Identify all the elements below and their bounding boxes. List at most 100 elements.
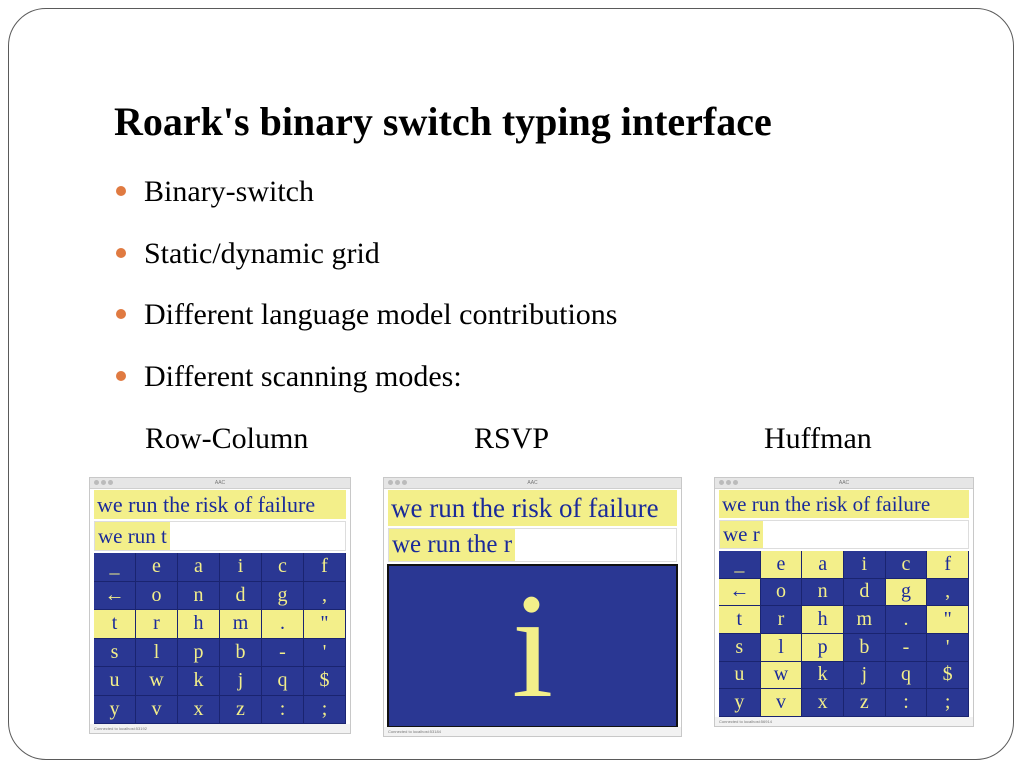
grid-cell[interactable]: q	[262, 667, 304, 696]
grid-cell[interactable]: w	[760, 661, 803, 690]
grid-cell[interactable]: c	[262, 553, 304, 582]
grid-cell[interactable]: k	[178, 667, 220, 696]
grid-cell[interactable]: b	[220, 638, 262, 667]
grid-cell[interactable]: w	[136, 667, 178, 696]
bullet-text: Different language model contributions	[144, 298, 618, 331]
target-text: we run the risk of failure	[719, 490, 969, 518]
grid-cell[interactable]: q	[885, 661, 928, 690]
grid-cell[interactable]: -	[262, 638, 304, 667]
window-title: AAC	[838, 480, 850, 486]
window-close-icon	[388, 480, 393, 485]
grid-cell[interactable]: ;	[304, 695, 346, 724]
grid-cell[interactable]: n	[178, 581, 220, 610]
grid-cell[interactable]: ,	[927, 578, 969, 607]
window-minimize-icon	[395, 480, 400, 485]
grid-cell[interactable]: ,	[304, 581, 346, 610]
grid-cell[interactable]: e	[136, 553, 178, 582]
grid-cell[interactable]: x	[802, 689, 844, 717]
grid-cell[interactable]: .	[262, 610, 304, 639]
grid-cell[interactable]: o	[760, 578, 803, 607]
typed-text-field: we run the r	[388, 528, 677, 562]
typed-text-field: we run t	[94, 521, 346, 551]
grid-cell[interactable]: '	[927, 633, 969, 662]
bullet-list: Binary-switch Static/dynamic grid Differ…	[116, 172, 617, 418]
grid-cell[interactable]: m	[844, 606, 886, 634]
grid-cell[interactable]: z	[220, 695, 262, 724]
grid-cell[interactable]: f	[304, 553, 346, 582]
bullet-dot-icon	[116, 309, 126, 319]
grid-cell[interactable]: l	[136, 638, 178, 667]
rsvp-display: i	[387, 564, 678, 728]
grid-cell[interactable]: c	[885, 551, 928, 579]
grid-cell[interactable]: y	[94, 695, 136, 724]
grid-cell[interactable]: v	[136, 695, 178, 724]
grid-cell[interactable]: s	[94, 638, 136, 667]
bullet-text: Different scanning modes:	[144, 359, 462, 393]
mode-label-huffman: Huffman	[764, 422, 872, 455]
grid-cell[interactable]: $	[927, 661, 969, 690]
grid-cell[interactable]: p	[178, 638, 220, 667]
grid-cell[interactable]: g	[885, 578, 928, 607]
grid-cell[interactable]: :	[885, 689, 928, 717]
window-titlebar: AAC	[90, 478, 350, 489]
grid-cell[interactable]: p	[802, 633, 844, 662]
grid-cell[interactable]: a	[178, 553, 220, 582]
grid-cell[interactable]: $	[304, 667, 346, 696]
grid-cell[interactable]: i	[844, 551, 886, 579]
grid-cell[interactable]: r	[136, 610, 178, 639]
mode-label-rsvp: RSVP	[474, 422, 550, 455]
grid-cell[interactable]: ←	[719, 578, 761, 607]
typed-text: we run t	[95, 522, 170, 550]
bullet-dot-icon	[116, 370, 126, 381]
grid-cell[interactable]: b	[844, 633, 886, 662]
grid-cell[interactable]: :	[262, 695, 304, 724]
grid-cell[interactable]: _	[719, 551, 761, 579]
grid-cell[interactable]: v	[760, 689, 803, 717]
bullet-item: Binary-switch	[116, 172, 617, 234]
bullet-text: Binary-switch	[144, 175, 314, 208]
grid-cell[interactable]: u	[94, 667, 136, 696]
grid-cell[interactable]: n	[802, 578, 844, 607]
typed-text: we r	[720, 521, 763, 548]
window-zoom-icon	[402, 480, 407, 485]
grid-cell[interactable]: "	[304, 610, 346, 639]
grid-cell[interactable]: d	[220, 581, 262, 610]
grid-cell[interactable]: s	[719, 633, 761, 662]
grid-cell[interactable]: ;	[927, 689, 969, 717]
grid-cell[interactable]: x	[178, 695, 220, 724]
grid-cell[interactable]: -	[885, 633, 928, 662]
grid-cell[interactable]: h	[178, 610, 220, 639]
status-bar: Connected to localhost:56914	[715, 717, 973, 726]
bullet-item: Different language model contributions	[116, 295, 617, 357]
grid-cell[interactable]: i	[220, 553, 262, 582]
grid-cell[interactable]: m	[220, 610, 262, 639]
grid-cell[interactable]: '	[304, 638, 346, 667]
grid-cell[interactable]: y	[719, 689, 761, 717]
typed-text-field: we r	[719, 520, 969, 549]
slide-frame	[8, 8, 1014, 760]
grid-cell[interactable]: z	[844, 689, 886, 717]
grid-cell[interactable]: f	[927, 551, 969, 579]
grid-cell[interactable]: "	[927, 606, 969, 634]
grid-cell[interactable]: t	[94, 610, 136, 639]
grid-cell[interactable]: u	[719, 661, 761, 690]
grid-cell[interactable]: e	[760, 551, 803, 579]
window-title: AAC	[527, 480, 538, 486]
target-text: we run the risk of failure	[94, 490, 346, 519]
grid-cell[interactable]: h	[802, 606, 844, 634]
grid-cell[interactable]: o	[136, 581, 178, 610]
grid-cell[interactable]: k	[802, 661, 844, 690]
grid-cell[interactable]: j	[220, 667, 262, 696]
grid-cell[interactable]: j	[844, 661, 886, 690]
typed-text: we run the r	[389, 529, 516, 561]
grid-cell[interactable]: g	[262, 581, 304, 610]
grid-cell[interactable]: r	[760, 606, 803, 634]
grid-cell[interactable]: t	[719, 606, 761, 634]
grid-cell[interactable]: ←	[94, 581, 136, 610]
grid-cell[interactable]: l	[760, 633, 803, 662]
grid-cell[interactable]: a	[802, 551, 844, 579]
grid-cell[interactable]: _	[94, 553, 136, 582]
grid-cell[interactable]: d	[844, 578, 886, 607]
grid-cell[interactable]: .	[885, 606, 928, 634]
